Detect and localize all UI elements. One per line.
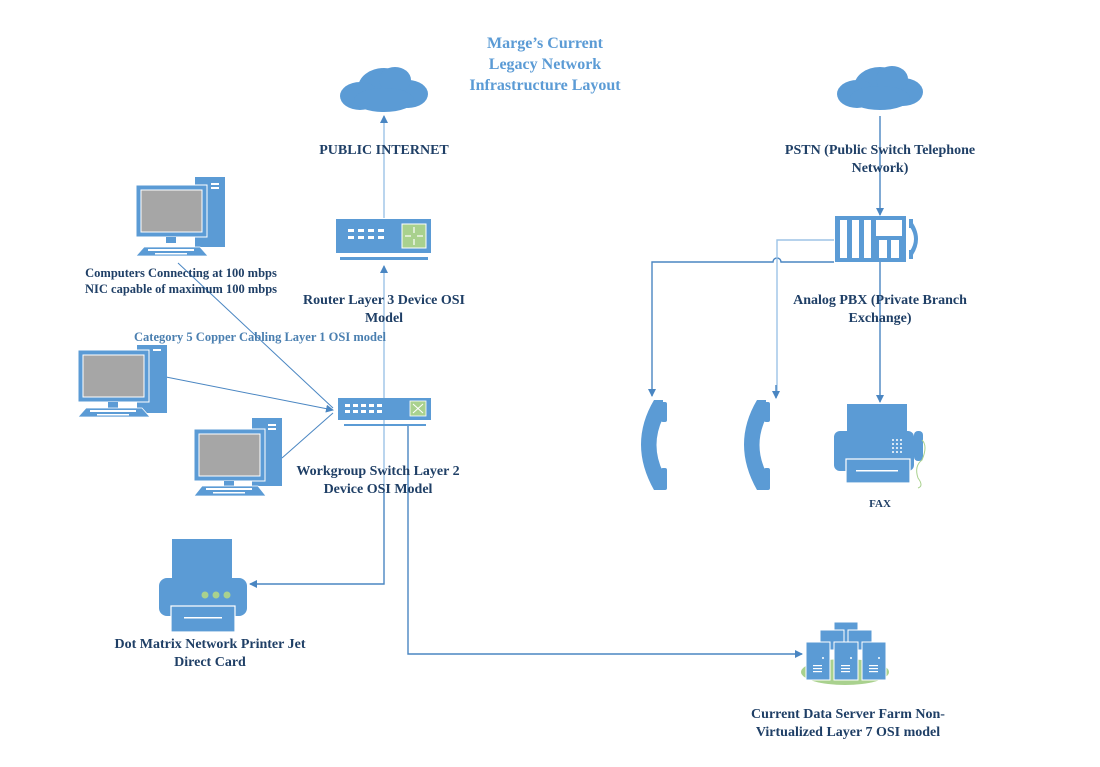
switch-label-line-2: Device OSI Model — [323, 481, 433, 497]
pbx-icon — [835, 216, 918, 262]
router-icon — [336, 219, 431, 260]
printer-label-line-2: Direct Card — [174, 654, 246, 670]
desktop-computer-icon-3 — [193, 418, 282, 497]
title-line-3: Infrastructure Layout — [469, 76, 621, 94]
connectors — [165, 115, 884, 658]
switch-to-server-farm-line — [407, 426, 803, 658]
pbx-to-phone2-line — [776, 239, 834, 396]
computers-label-line-1: Computers Connecting at 100 mbps — [85, 266, 277, 280]
switch-icon — [338, 398, 431, 426]
pbx-label-line-2: Exchange) — [848, 310, 912, 326]
pstn-label: PSTN (Public Switch Telephone Network) — [760, 142, 1000, 177]
pbx-to-phone1-line — [648, 257, 834, 397]
fax-machine-icon — [834, 404, 926, 489]
router-label-line-1: Router Layer 3 Device OSI — [302, 293, 465, 308]
computer3-to-switch-line — [281, 412, 334, 459]
computers-label-line-2: NIC capable of maximum 100 mbps — [84, 281, 278, 296]
server-farm-label-line-1: Current Data Server Farm Non- — [751, 707, 945, 722]
desktop-computer-icon-1 — [135, 177, 225, 257]
server-farm-icon — [801, 621, 889, 685]
router-label: Router Layer 3 Device OSI Model — [286, 292, 482, 327]
printer-icon — [159, 539, 247, 633]
pstn-label-line-2: Network) — [851, 160, 909, 176]
computer2-to-switch-line — [165, 376, 334, 413]
diagram-title: Marge’s Current Legacy Network Infrastru… — [440, 34, 650, 96]
desktop-computer-icon-2 — [77, 345, 167, 418]
internet-cloud-icon — [340, 67, 428, 112]
printer-label-line-1: Dot Matrix Network Printer Jet — [114, 637, 306, 652]
switch-to-printer-line — [249, 490, 385, 588]
computer1-to-switch-line — [177, 262, 334, 409]
pstn-label-line-1: PSTN (Public Switch Telephone — [784, 143, 976, 158]
switch-label-line-1: Workgroup Switch Layer 2 — [296, 464, 460, 479]
pbx-label: Analog PBX (Private Branch Exchange) — [770, 292, 990, 327]
switch-label: Workgroup Switch Layer 2 Device OSI Mode… — [290, 463, 466, 498]
printer-label: Dot Matrix Network Printer Jet Direct Ca… — [100, 636, 320, 671]
server-farm-label-line-2: Virtualized Layer 7 OSI model — [755, 724, 941, 740]
computers-label: Computers Connecting at 100 mbps NIC cap… — [66, 266, 296, 297]
server-farm-label: Current Data Server Farm Non- Virtualize… — [720, 706, 976, 741]
fax-label: FAX — [869, 498, 891, 510]
internet-label: PUBLIC INTERNET — [319, 143, 449, 158]
title-line-2: Legacy Network — [488, 55, 602, 73]
pbx-label-line-1: Analog PBX (Private Branch — [793, 293, 967, 308]
title-line-1: Marge’s Current — [487, 35, 603, 52]
telephone-handset-icon-2 — [744, 400, 770, 490]
pstn-cloud-icon — [837, 66, 923, 110]
cabling-label: Category 5 Copper Cabling Layer 1 OSI mo… — [134, 330, 386, 344]
router-label-line-2: Model — [364, 310, 404, 326]
telephone-handset-icon-1 — [641, 400, 667, 490]
